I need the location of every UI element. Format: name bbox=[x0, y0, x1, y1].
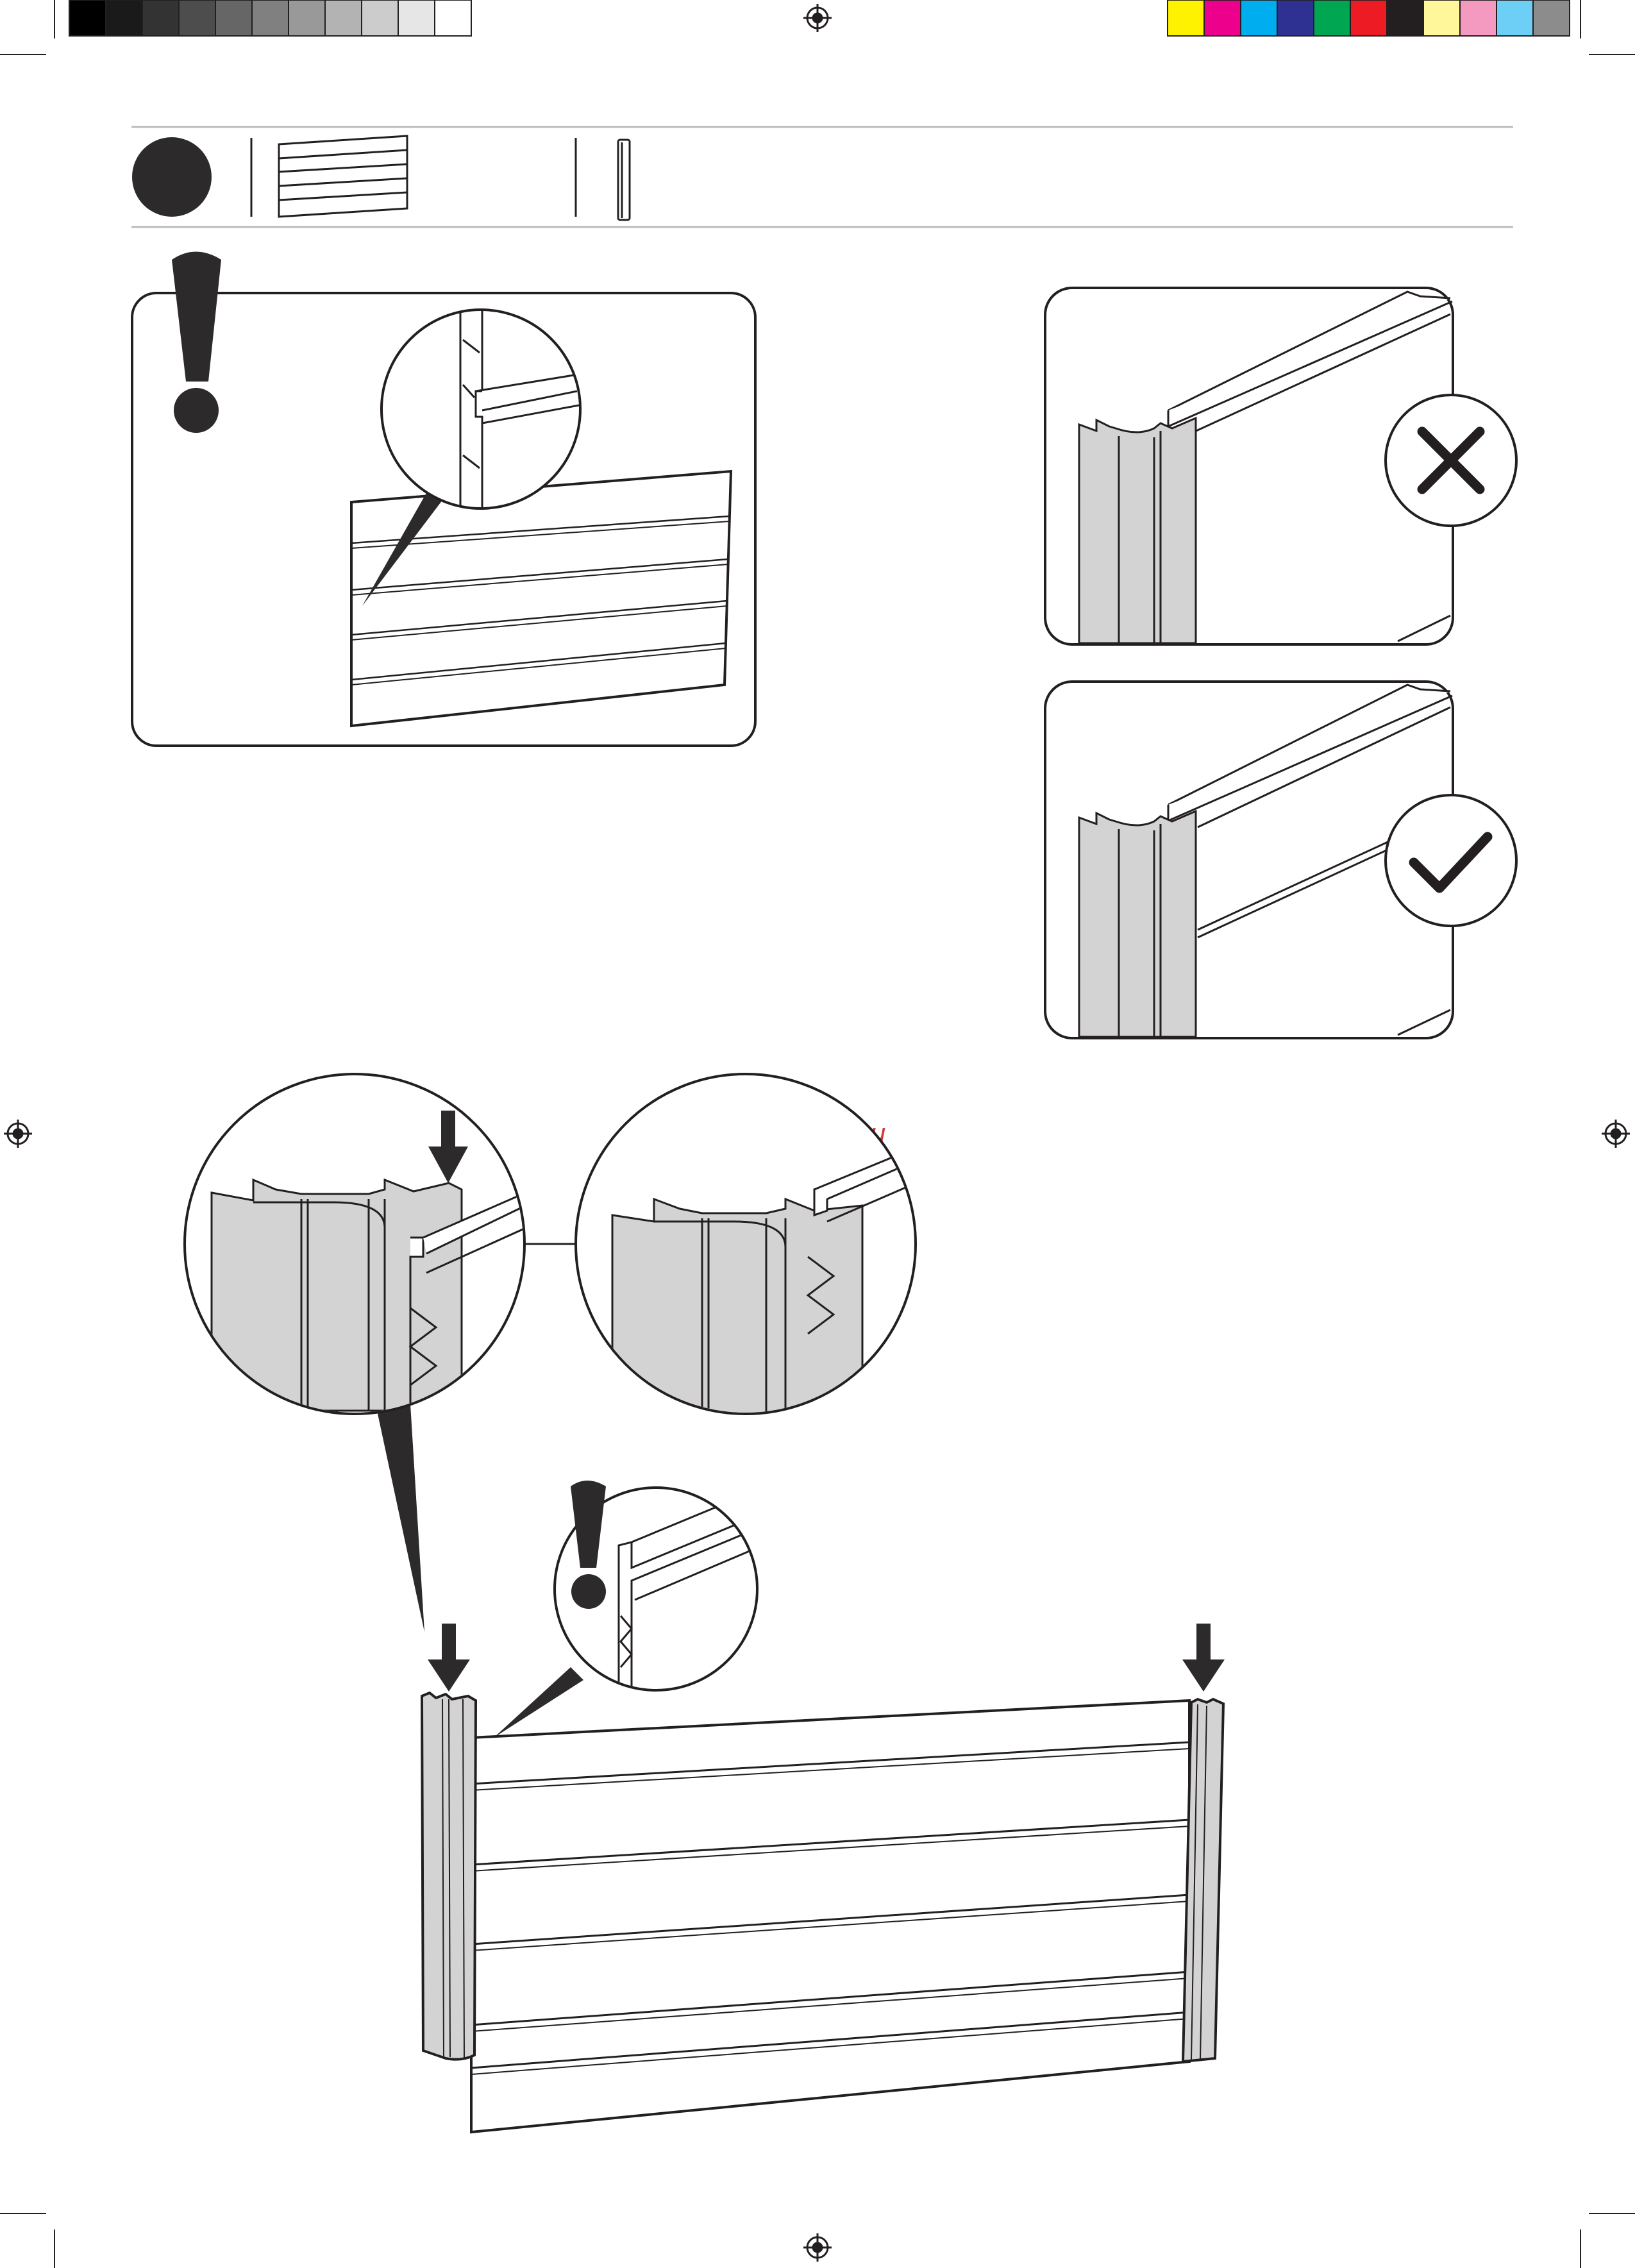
calibration-swatch bbox=[1460, 0, 1497, 36]
calibration-swatch bbox=[252, 0, 289, 36]
calibration-swatch bbox=[1204, 0, 1241, 36]
connector-profile-drawing bbox=[1079, 418, 1196, 643]
correct-example-box bbox=[1045, 682, 1516, 1038]
zoom-detail-circle bbox=[382, 310, 580, 508]
calibration-swatch bbox=[362, 0, 398, 36]
calibration-swatch bbox=[1350, 0, 1387, 36]
registration-mark-right-icon bbox=[1602, 1120, 1630, 1148]
registration-mark-bottom-icon bbox=[803, 2233, 832, 2262]
calibration-swatch bbox=[1533, 0, 1570, 36]
calibration-swatch bbox=[325, 0, 362, 36]
gray-calibration-bar bbox=[69, 0, 471, 36]
connector-profile-part-icon bbox=[618, 140, 630, 220]
calibration-swatch bbox=[1497, 0, 1533, 36]
calibration-swatch bbox=[289, 0, 325, 36]
zoom-circle-insert bbox=[185, 1074, 526, 1414]
calibration-swatch bbox=[398, 0, 435, 36]
calibration-swatch bbox=[1387, 0, 1423, 36]
right-connector-profile bbox=[1183, 1699, 1223, 2062]
registration-mark-left-icon bbox=[4, 1120, 32, 1148]
warning-detail-box bbox=[132, 252, 755, 746]
calibration-swatch bbox=[1423, 0, 1460, 36]
detail-pointer-bottom bbox=[377, 1404, 424, 1632]
left-connector-profile bbox=[422, 1693, 476, 2060]
detail-pointer-small bbox=[494, 1667, 583, 1738]
step-number-badge bbox=[132, 137, 212, 217]
correct-check-icon bbox=[1386, 795, 1516, 926]
connector-profile-drawing bbox=[1079, 811, 1196, 1037]
color-calibration-bar bbox=[1168, 0, 1570, 36]
zoom-circle-inserted bbox=[576, 1074, 923, 1430]
right-down-arrow-icon bbox=[1182, 1624, 1225, 1692]
calibration-swatch bbox=[1168, 0, 1204, 36]
registration-mark-top-icon bbox=[803, 4, 832, 32]
calibration-swatch bbox=[142, 0, 179, 36]
incorrect-x-icon bbox=[1386, 395, 1516, 526]
calibration-swatch bbox=[69, 0, 106, 36]
calibration-swatch bbox=[1314, 0, 1350, 36]
wall-panel-part-icon bbox=[279, 136, 407, 217]
calibration-swatch bbox=[179, 0, 215, 36]
calibration-swatch bbox=[215, 0, 252, 36]
calibration-swatch bbox=[1241, 0, 1277, 36]
tongue-detail-circle bbox=[555, 1481, 763, 1693]
calibration-swatch bbox=[1277, 0, 1314, 36]
left-down-arrow-icon bbox=[428, 1624, 470, 1692]
calibration-swatch bbox=[435, 0, 471, 36]
assembled-wall-drawing bbox=[422, 1693, 1223, 2132]
wall-panel-drawing bbox=[351, 471, 731, 726]
step-header bbox=[131, 127, 1513, 227]
calibration-swatch bbox=[106, 0, 142, 36]
incorrect-example-box bbox=[1045, 288, 1516, 644]
